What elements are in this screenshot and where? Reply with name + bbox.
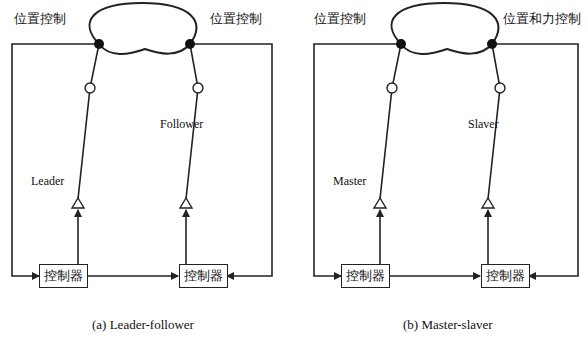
controller-box: 控制器 [481, 264, 530, 288]
base-triangle [374, 198, 386, 208]
arm-label: Master [333, 175, 366, 188]
controller-box: 控制器 [39, 264, 88, 288]
arm-label: Leader [31, 175, 64, 188]
gripper-dot [487, 39, 497, 49]
object-outline [90, 3, 197, 54]
gripper-dot [94, 39, 104, 49]
feedback-wire [492, 44, 578, 276]
base-triangle [180, 198, 192, 208]
control-label: 位置控制 [314, 12, 366, 26]
signal-arrow [390, 275, 480, 277]
control-wire [77, 210, 79, 265]
feedback-wire [190, 44, 272, 276]
controller-box: 控制器 [179, 264, 228, 288]
joint [387, 83, 397, 93]
box-text: 控制器 [184, 267, 223, 285]
control-wire [185, 210, 187, 265]
control-label: 位置控制 [14, 12, 66, 26]
gripper-dot [396, 39, 406, 49]
robot-arm [380, 44, 401, 199]
gripper-dot [185, 39, 195, 49]
arm-label: Slaver [468, 118, 499, 131]
signal-arrow [88, 275, 178, 277]
object-outline [392, 3, 499, 54]
arm-label: Follower [160, 118, 203, 131]
feedback-wire [314, 44, 401, 276]
control-label: 位置控制 [210, 12, 262, 26]
joint [495, 83, 505, 93]
feedback-wire [12, 44, 99, 276]
caption-text: (a) Leader-follower [92, 318, 194, 332]
joint [85, 83, 95, 93]
controller-box: 控制器 [341, 264, 390, 288]
base-triangle [72, 198, 84, 208]
control-label: 位置和力控制 [503, 12, 581, 26]
box-text: 控制器 [346, 267, 385, 285]
control-wire [379, 210, 381, 265]
control-wire [487, 210, 489, 265]
robot-arm [78, 44, 99, 199]
base-triangle [482, 198, 494, 208]
box-text: 控制器 [486, 267, 525, 285]
caption-text: (b) Master-slaver [403, 318, 493, 332]
box-text: 控制器 [44, 267, 83, 285]
joint [193, 83, 203, 93]
